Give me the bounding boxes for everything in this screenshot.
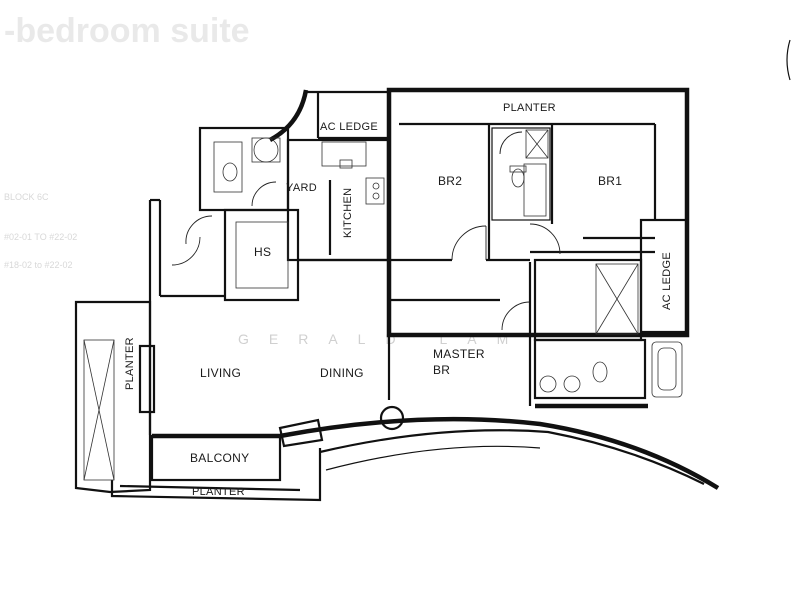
plan-title: -bedroom suite bbox=[4, 12, 250, 50]
left-planter bbox=[74, 300, 152, 494]
ac-ledge-right-label: AC LEDGE bbox=[661, 252, 673, 310]
master-br-label-2: BR bbox=[433, 363, 450, 377]
hs-label: HS bbox=[254, 245, 271, 259]
edge-mark bbox=[786, 39, 791, 81]
kitchen-label: KITCHEN bbox=[342, 188, 354, 238]
common-bathroom bbox=[491, 127, 551, 221]
planter-left-label: PLANTER bbox=[124, 337, 136, 390]
yard-label: YARD bbox=[286, 182, 317, 194]
curved-facade bbox=[152, 416, 720, 490]
unit-range-label: #02-01 TO #22-02 bbox=[4, 232, 77, 242]
main-living-walls bbox=[138, 198, 532, 435]
block-label: BLOCK 6C bbox=[4, 192, 49, 202]
br1-label: BR1 bbox=[598, 174, 622, 188]
balcony-label: BALCONY bbox=[190, 451, 249, 465]
living-label: LIVING bbox=[200, 366, 241, 380]
bedroom-wing-walls bbox=[386, 87, 690, 338]
unit-range-label-2: #18-02 to #22-02 bbox=[4, 260, 73, 270]
dining-label: DINING bbox=[320, 366, 364, 380]
planter-top-label: PLANTER bbox=[503, 102, 556, 114]
master-br-label: MASTER bbox=[433, 347, 485, 361]
br2-label: BR2 bbox=[438, 174, 462, 188]
ac-ledge-top-label: AC LEDGE bbox=[320, 121, 378, 133]
planter-bottom-label: PLANTER bbox=[192, 486, 245, 498]
service-wing-walls bbox=[185, 89, 390, 302]
master-bathroom bbox=[533, 258, 683, 409]
